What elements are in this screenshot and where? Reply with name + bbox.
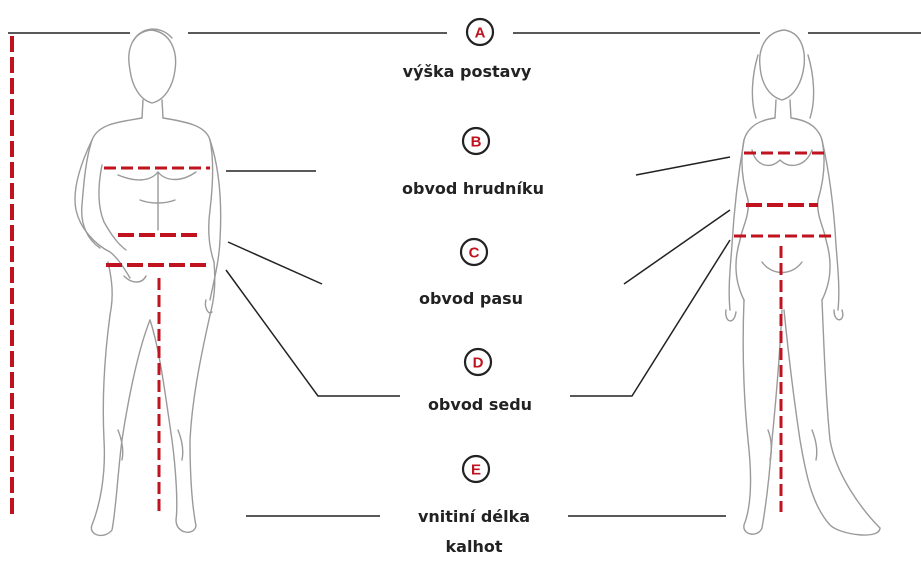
measurement-b: B obvod hrudníku <box>402 128 544 198</box>
measurement-a: A výška postavy <box>403 19 532 81</box>
measurement-e: E vnitiní délka kalhot <box>418 456 530 556</box>
label-chest: obvod hrudníku <box>402 179 544 198</box>
label-inseam-line1: vnitiní délka <box>418 507 530 526</box>
leader-b-right <box>636 157 730 175</box>
leader-c-left <box>228 242 322 284</box>
leader-d-right <box>570 240 730 396</box>
label-waist: obvod pasu <box>419 289 523 308</box>
label-hips: obvod sedu <box>428 395 532 414</box>
measurement-d: D obvod sedu <box>428 349 532 414</box>
badge-d-letter: D <box>473 355 484 372</box>
label-inseam-line2: kalhot <box>446 537 503 556</box>
female-figure <box>726 30 880 535</box>
leader-lines <box>8 33 921 516</box>
label-height: výška postavy <box>403 62 532 81</box>
badge-b-letter: B <box>471 134 482 151</box>
measurement-lines <box>12 36 832 516</box>
badge-a-letter: A <box>475 25 486 42</box>
badge-c-letter: C <box>469 245 480 262</box>
male-figure <box>75 29 221 535</box>
leader-d-left <box>226 270 400 396</box>
leader-c-right <box>624 210 730 284</box>
badge-e-letter: E <box>471 462 481 479</box>
measurement-c: C obvod pasu <box>419 239 523 308</box>
